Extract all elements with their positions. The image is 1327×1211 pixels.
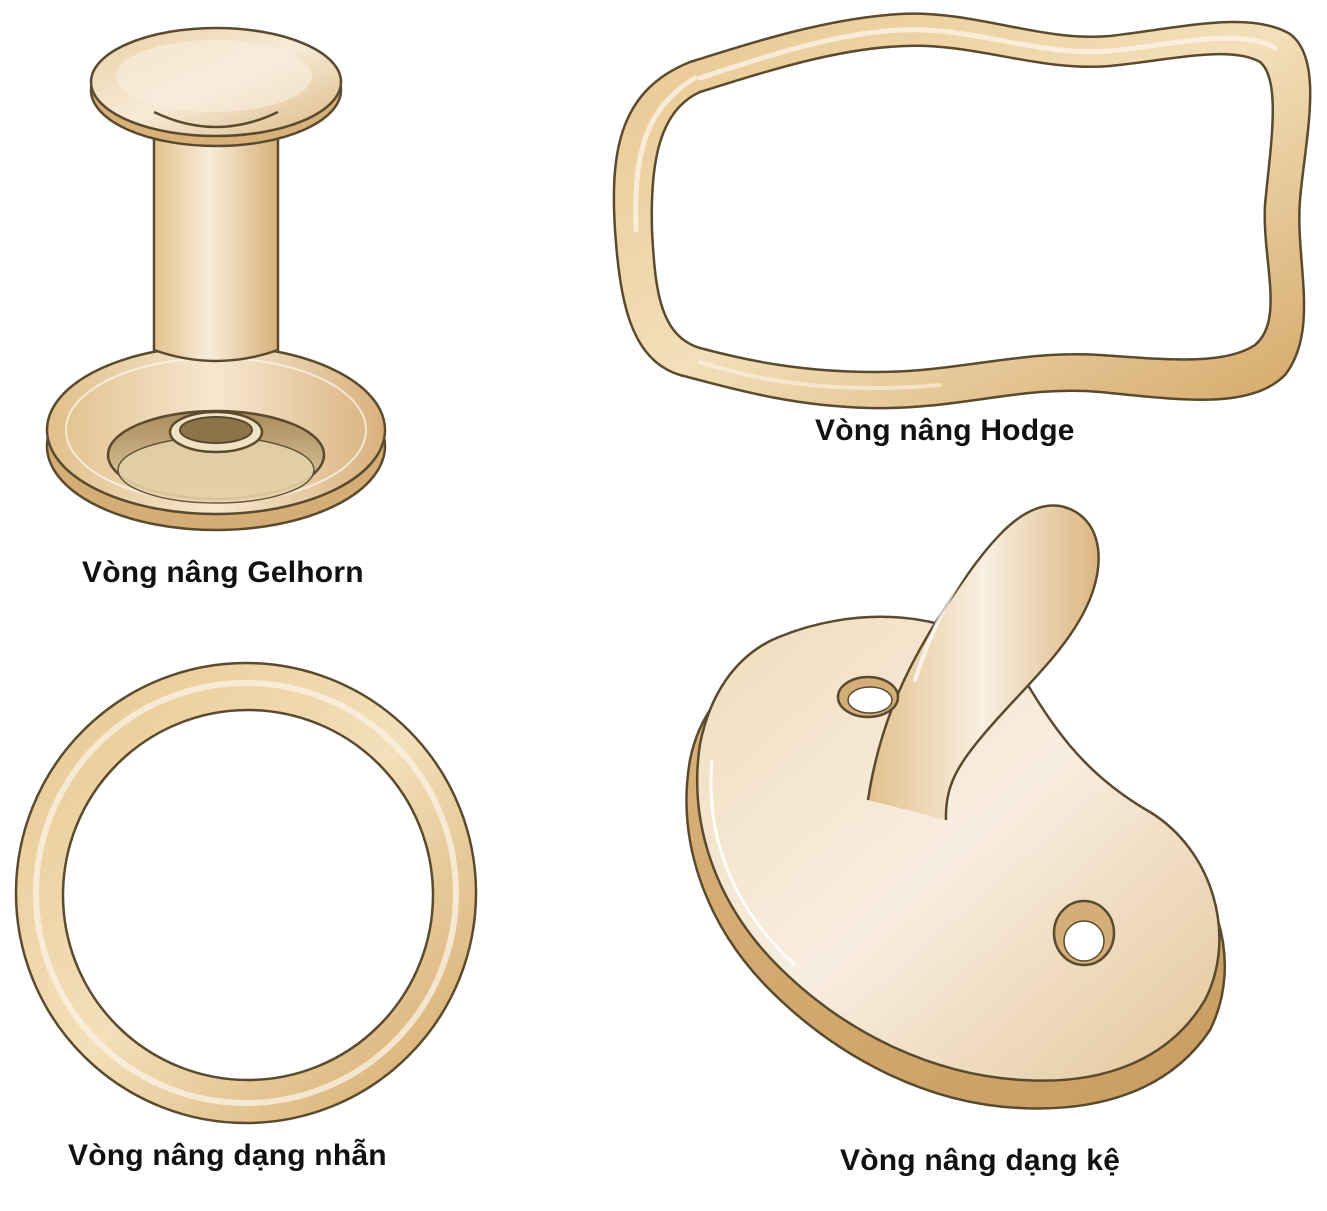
shelf-pessary <box>685 504 1226 1110</box>
gelhorn-pessary-label: Vòng nâng Gelhorn <box>82 556 364 589</box>
ring-pessary-label: Vòng nâng dạng nhẫn <box>68 1139 387 1172</box>
hodge-pessary <box>612 12 1312 410</box>
gelhorn-pessary <box>45 26 387 532</box>
ring-pessary <box>14 661 478 1125</box>
hodge-pessary-label: Vòng nâng Hodge <box>815 414 1075 447</box>
shelf-pessary-label: Vòng nâng dạng kệ <box>840 1144 1121 1177</box>
